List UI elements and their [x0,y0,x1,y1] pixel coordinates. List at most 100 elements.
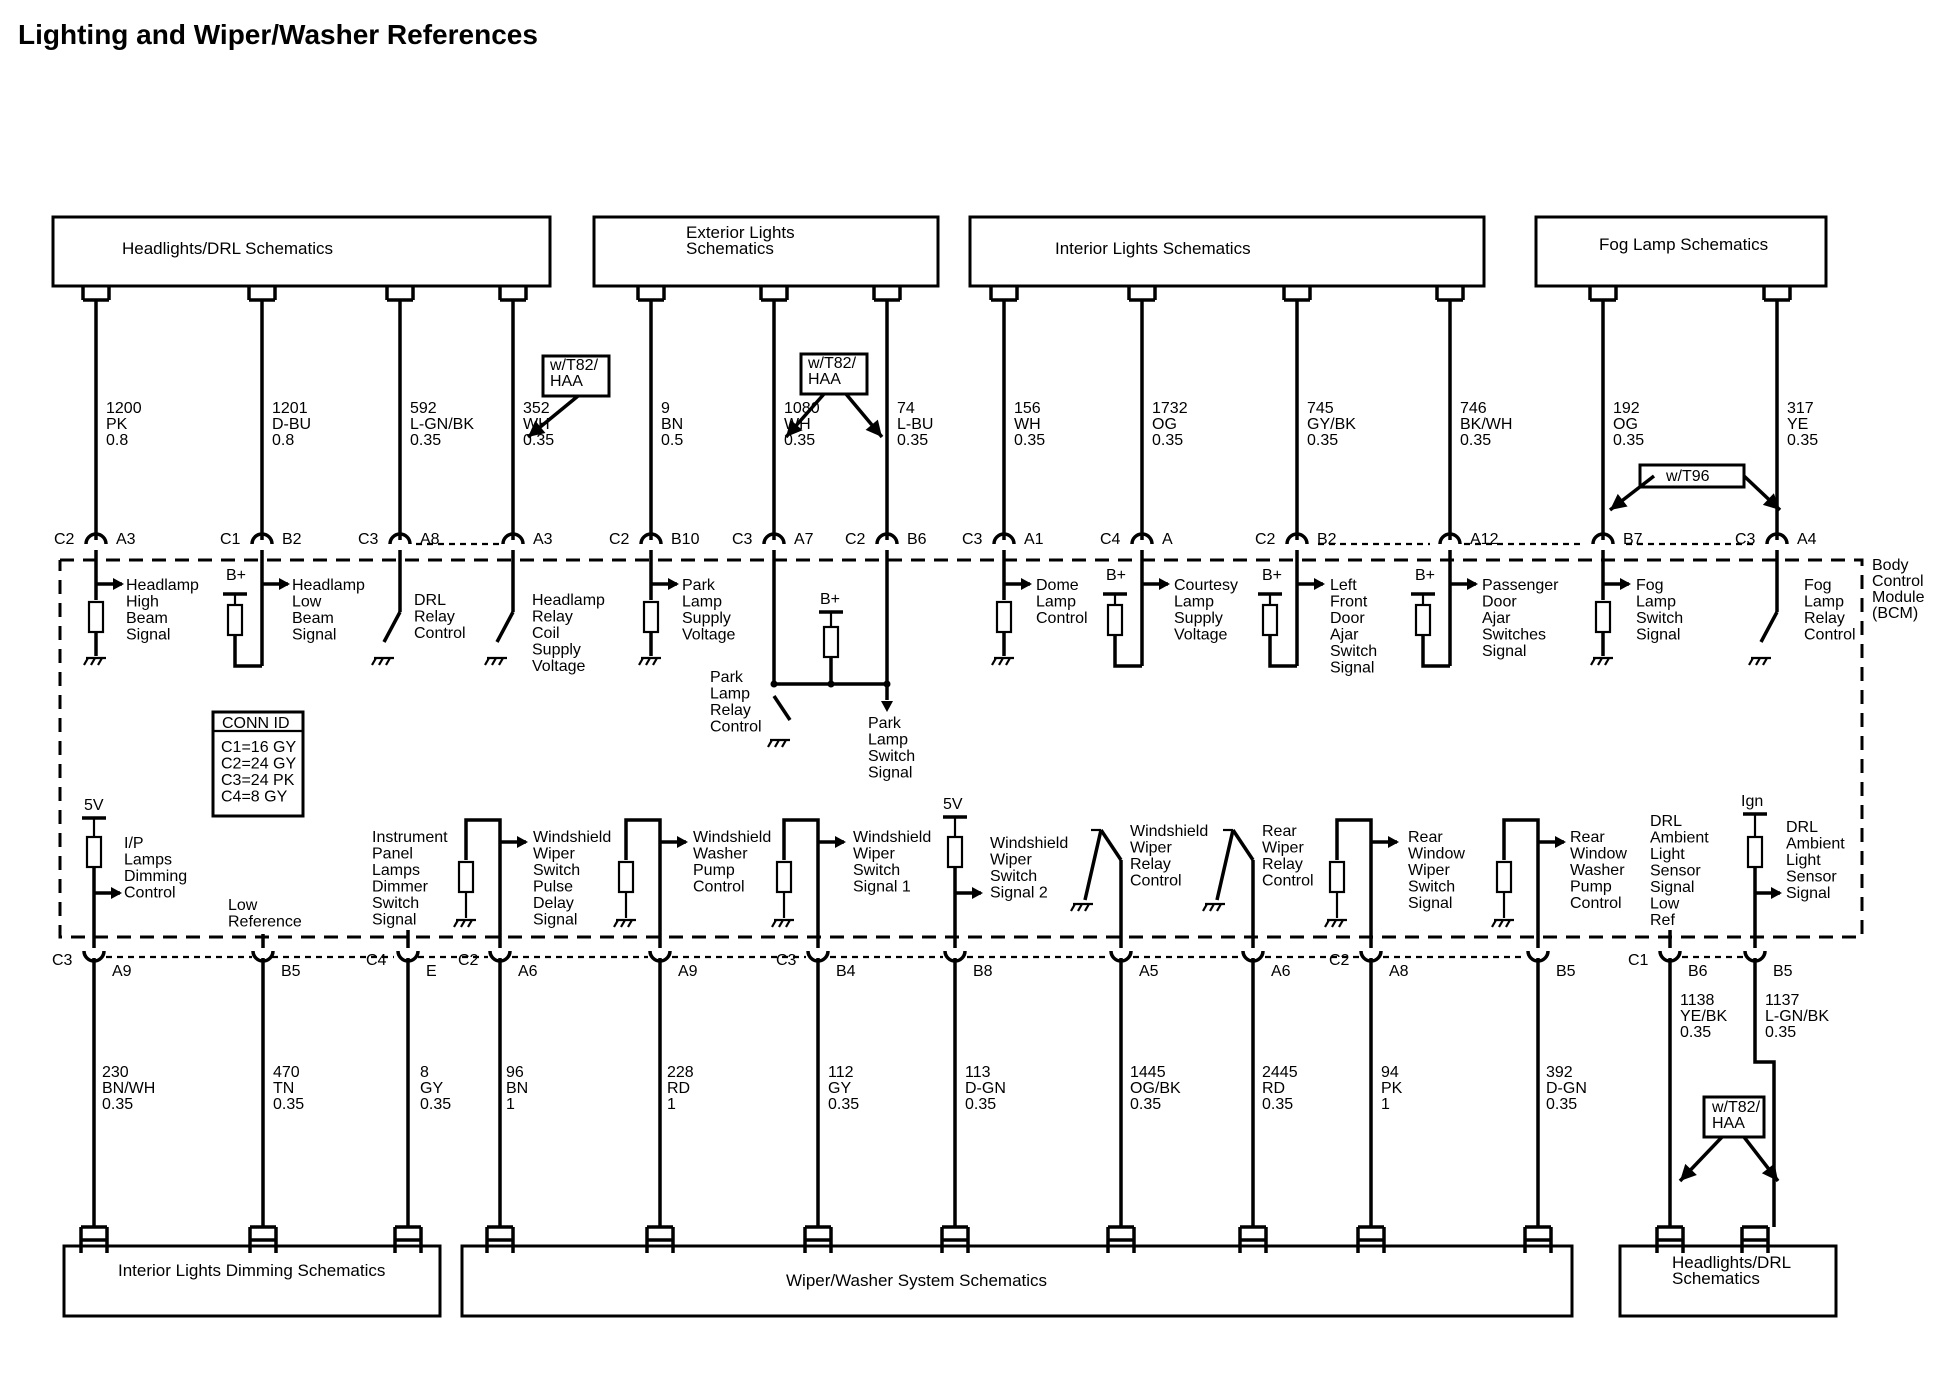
wire-id-bottom-line: 1137 [1765,992,1800,1009]
bottom-box-label-wiper-line: Wiper/Washer System Schematics [786,1271,1047,1290]
wire-id-top-line: 745 [1307,400,1334,417]
pin-id: A8 [1389,963,1409,980]
ground-symbol [1324,918,1347,928]
arrow-head [835,836,846,848]
circuit-function-top-line: Courtesy [1174,577,1238,594]
circuit-function-bottom-line: Window [1408,846,1465,863]
ground-symbol [613,918,636,928]
wire-id-bottom-line: 228 [667,1064,694,1081]
circuit-function-bottom-line: Switch [533,862,580,879]
wire-id-bottom-line: 96 [506,1064,524,1081]
wire-id-bottom-line: 1 [506,1096,515,1113]
circuit-function-bottom-line: Rear [1262,823,1297,840]
circuit-function-bottom-line: Control [1570,895,1622,912]
terminal-top [636,287,666,302]
circuit-function-top-line: Signal [1330,660,1374,677]
circuit-function-top-line: Low [292,594,322,611]
wire-id-top-line: OG [1613,416,1638,433]
circuit-function-bottom-line: Low [1650,896,1680,913]
terminal-top [385,287,415,302]
wire-id-bottom-line: 0.35 [420,1096,451,1113]
circuit-function-top-line: Fog [1636,577,1664,594]
circuit-function-bottom-line: Low [228,897,258,914]
circuit-function-bottom-line: Windshield [693,829,771,846]
wire-id-top-line: GY/BK [1307,416,1356,433]
wire-id-top-line: D-BU [272,416,311,433]
bottom-box-headlights2 [1618,1244,1838,1318]
circuit-function-top-line: Relay [1804,610,1845,627]
connector-symbol [501,532,525,545]
pin-id: A6 [1271,963,1291,980]
arrow-head [111,887,122,899]
resistor [226,603,244,637]
circuit-function-bottom-line: Signal [1408,895,1452,912]
connector-id: C4 [366,952,387,969]
circuit-function-bottom-line: Signal [372,912,416,929]
top-box-exterior [592,215,940,288]
circuit-function-top-line: Park [710,669,744,686]
circuit-function-bottom-line: Windshield [533,829,611,846]
wire-id-top-line: 9 [661,400,670,417]
terminal-bottom [393,1225,423,1240]
ground-symbol [371,656,394,666]
arrow-head [1762,493,1780,510]
connector-symbol [762,532,786,545]
terminal-top [1282,287,1312,302]
circuit-function-bottom-line: Pulse [533,879,573,896]
circuit-function-top-line: Ajar [1330,627,1359,644]
resistor [642,600,660,634]
terminal-bottom [1740,1225,1770,1240]
supply-label-bplus: B+ [820,591,840,608]
connector-symbol [84,532,108,545]
wire-id-bottom-line: BN [506,1080,528,1097]
circuit-function-top-line: Signal [1482,643,1526,660]
circuit-function-bottom-line: Ambient [1650,830,1709,847]
wire-id-top-line: WH [1014,416,1041,433]
terminal-bottom [803,1238,833,1253]
arrow-head [1314,578,1325,590]
circuit-function-top-line: Voltage [682,627,735,644]
option-box-opt1 [541,354,611,398]
terminal-top [1127,287,1157,302]
terminal-bottom [248,1225,278,1240]
circuit-function-bottom-line: Wiper [533,846,575,863]
circuit-function-top-line: Fog [1804,577,1832,594]
terminal-bottom [393,1238,423,1253]
wire-id-bottom-line: 113 [965,1064,991,1081]
wire-id-top-line: 0.35 [1787,432,1818,449]
wire-id-top-line: 0.8 [106,432,128,449]
pin-id: B10 [671,531,700,548]
circuit-function-bottom-line: Sensor [1786,869,1837,886]
driver-switch [1083,829,1103,901]
conn-id-box [211,710,305,818]
wire-id-bottom-line: L-GN/BK [1765,1008,1829,1025]
wire-id-top-line: 1201 [272,400,308,417]
top-box-headlights [51,215,552,288]
circuit-function-bottom-line: Signal [1650,879,1694,896]
terminal-bottom [1523,1238,1553,1253]
circuit-function-bottom-line: Control [1130,873,1182,890]
arrow-head [1555,836,1566,848]
circuit-function-bottom-line: Panel [372,846,413,863]
connector-id: C2 [609,531,630,548]
connector-id: C2 [1329,952,1350,969]
circuit-function-bottom-line: Pump [1570,879,1612,896]
pin-id: A4 [1797,531,1817,548]
circuit-function-bottom-line: Light [1650,846,1685,863]
circuit-function-top-line: Lamp [1036,594,1076,611]
module-label-line: Control [1872,573,1924,590]
circuit-function-top-line: Ajar [1482,610,1511,627]
wire-id-bottom-line: GY [420,1080,443,1097]
